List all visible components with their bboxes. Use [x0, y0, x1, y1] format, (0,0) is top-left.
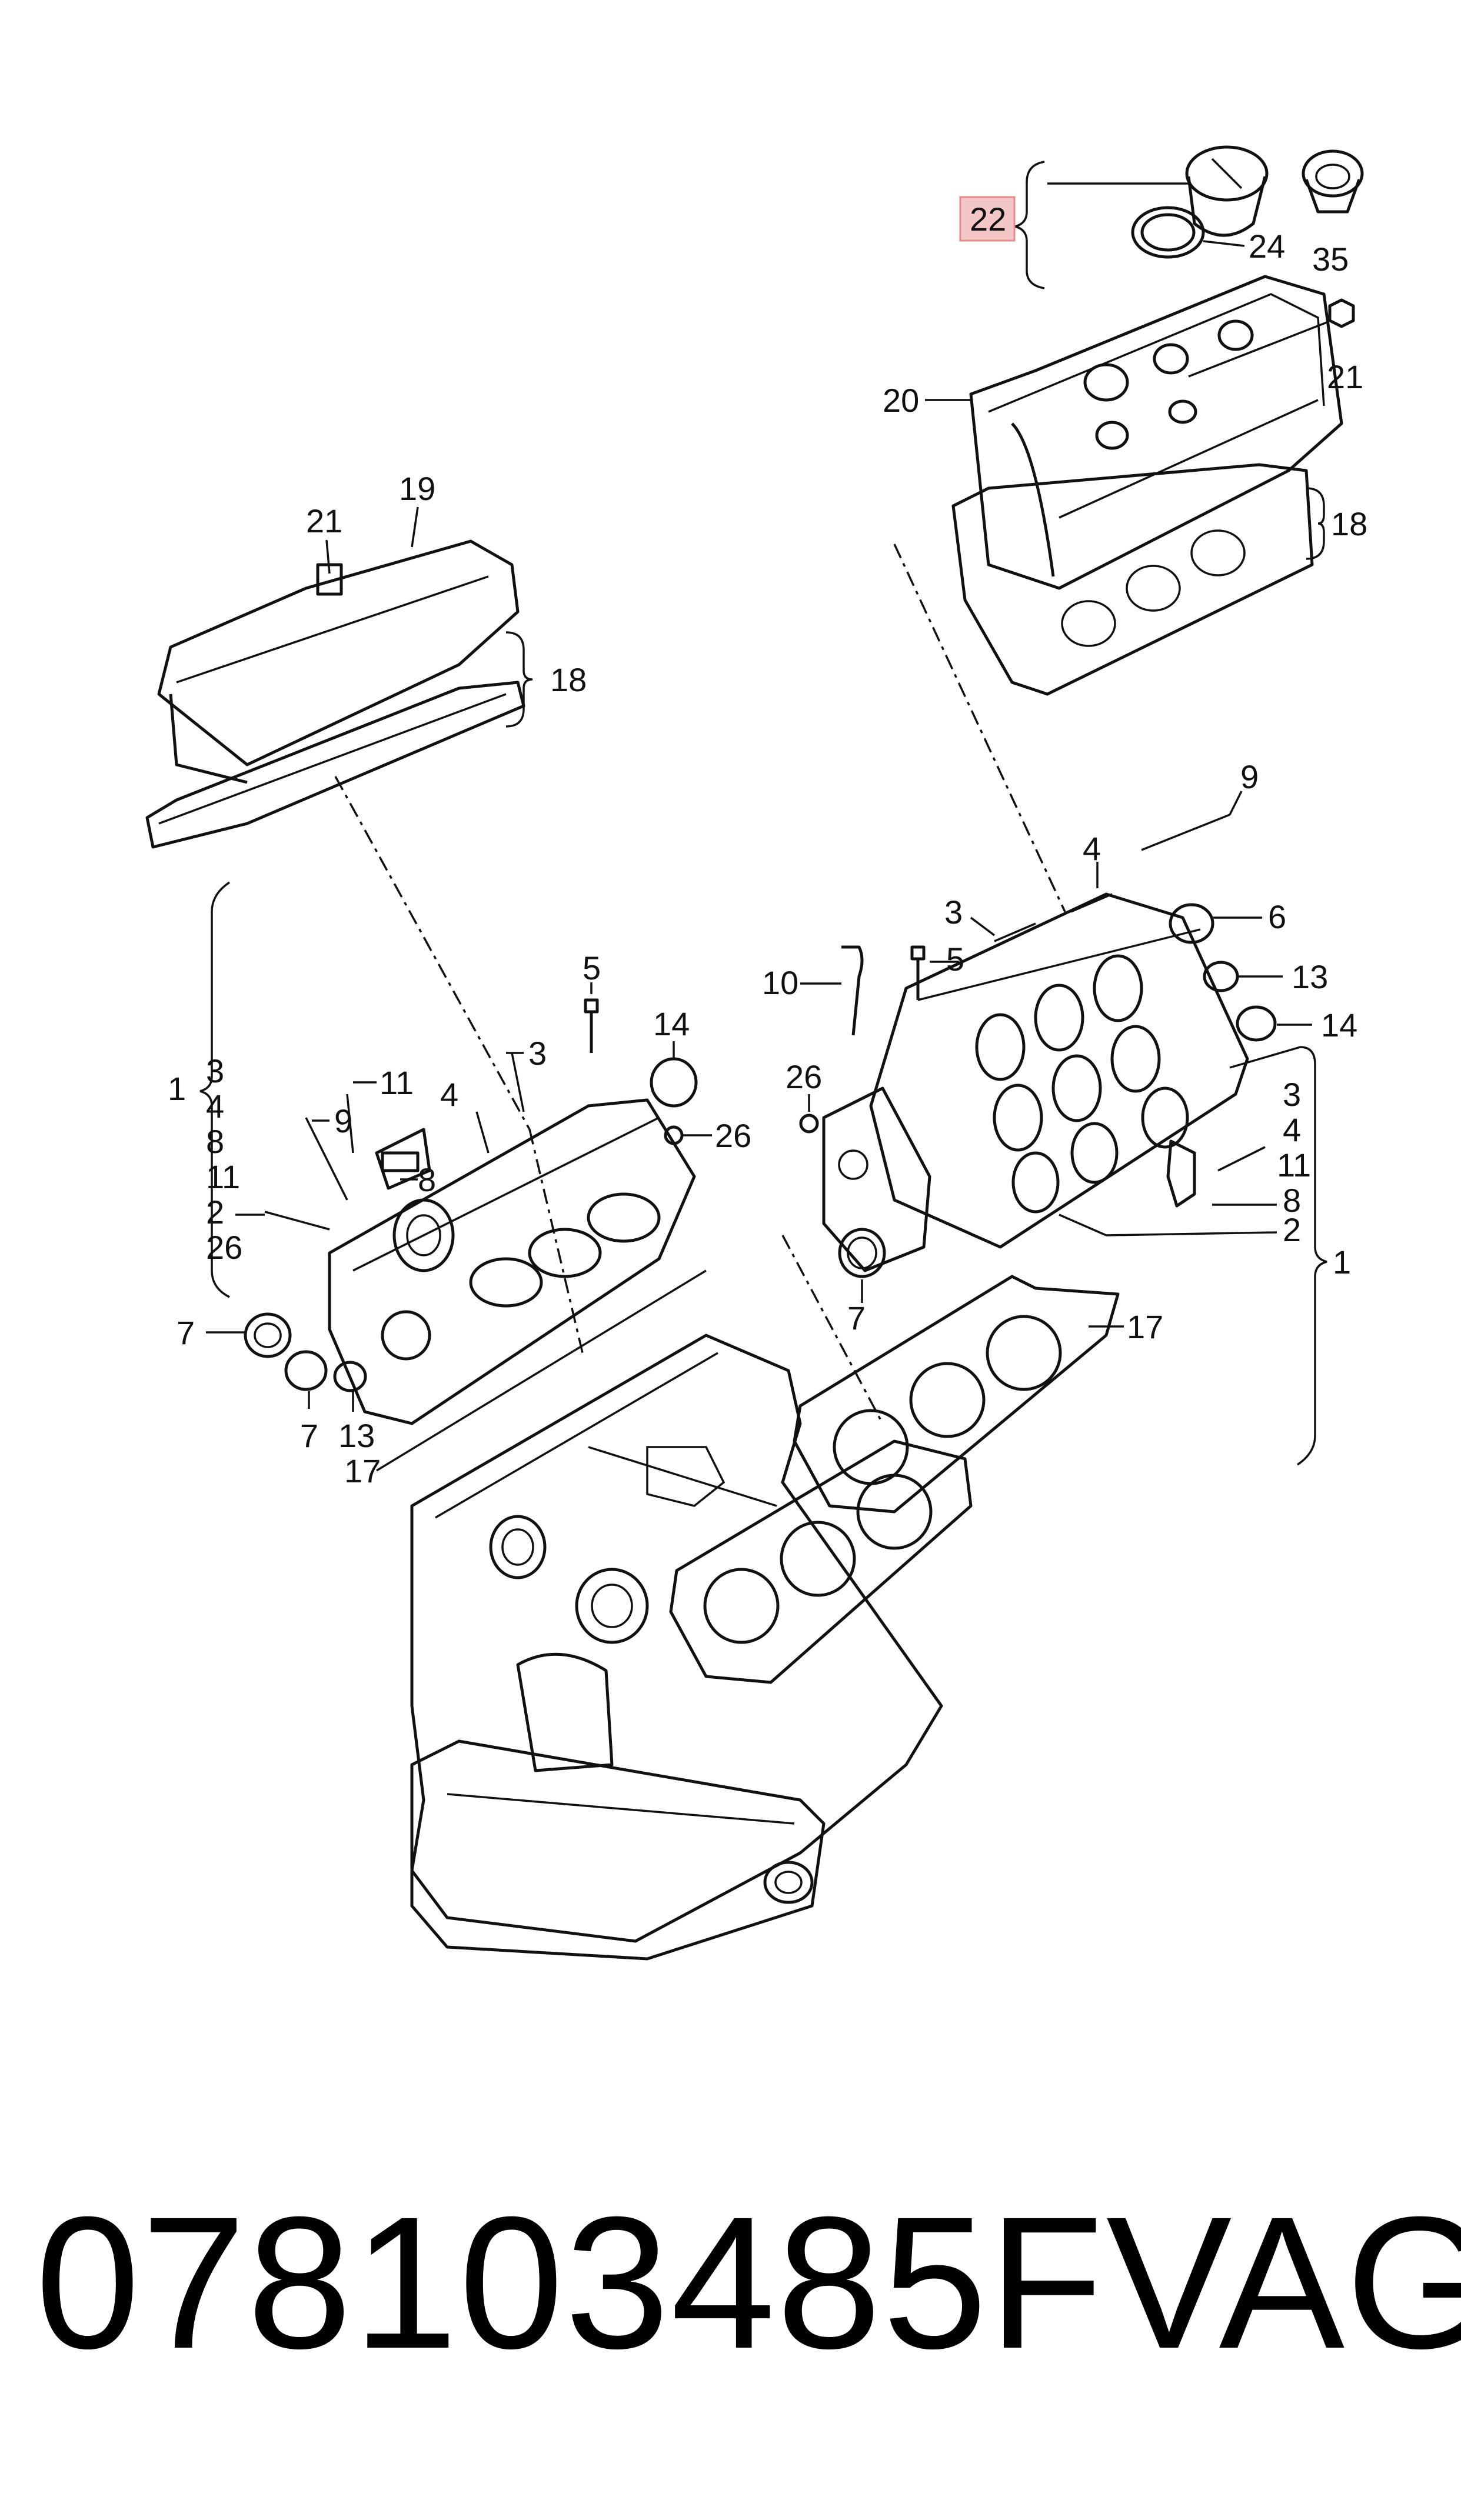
callout-11b: 11: [1277, 1146, 1311, 1184]
callout-2b: 2: [1283, 1211, 1301, 1248]
valve-cover-right: [969, 275, 1343, 590]
callout-17b: 17: [1127, 1308, 1163, 1345]
callout-8a: 8: [206, 1123, 224, 1160]
brand-label: VAG: [1106, 2177, 1461, 2388]
callout-7b: 7: [847, 1299, 866, 1336]
left-cylinder-head: [328, 1098, 696, 1425]
callout-26a: 26: [786, 1058, 822, 1095]
gasket-set-left: [145, 681, 525, 849]
bolt-21-right: [1188, 298, 1355, 378]
callout-24: 24: [1249, 228, 1285, 265]
right-head-callouts: 9 4 3 6 5 10 13 14 1 3 4 11 8 2: [762, 758, 1357, 1466]
callout-18b: 18: [550, 661, 587, 698]
callout-20: 20: [883, 382, 919, 419]
callout-4b: 4: [206, 1088, 224, 1125]
callout-2a: 2: [206, 1194, 224, 1231]
callout-11c: 11: [380, 1064, 414, 1101]
callout-4c: 4: [1283, 1111, 1301, 1148]
callout-9a: 9: [1240, 758, 1259, 795]
callout-3a: 3: [944, 894, 963, 931]
callout-13b: 13: [338, 1417, 375, 1454]
callout-3d: 3: [1283, 1076, 1301, 1113]
callout-19: 19: [399, 470, 435, 507]
callout-5a: 5: [946, 941, 964, 978]
callout-9b: 9: [334, 1102, 352, 1139]
right-valve-cover-group: 22 24 35: [883, 145, 1367, 696]
callout-10: 10: [762, 964, 798, 1001]
part-35: [1302, 149, 1364, 214]
callout-21a: 21: [1327, 358, 1363, 395]
callout-17a: 17: [344, 1452, 381, 1489]
callout-21b: 21: [306, 502, 342, 539]
callout-35: 35: [1312, 241, 1349, 278]
callout-5b: 5: [583, 949, 601, 986]
callout-3c: 3: [528, 1035, 547, 1072]
callout-8c: 8: [418, 1161, 436, 1198]
engine-block: [410, 1334, 943, 1961]
seal-ring-24: [1131, 206, 1205, 259]
callout-8b: 8: [1283, 1182, 1301, 1219]
callout-1a: 1: [168, 1070, 186, 1107]
callout-1b: 1: [1333, 1244, 1351, 1281]
valve-cover-left: [157, 539, 520, 784]
left-valve-cover-group: 19 21 18: [145, 470, 587, 849]
callout-14b: 14: [1321, 1006, 1357, 1044]
callout-22-highlight: [959, 196, 1016, 242]
callout-7a: 7: [177, 1314, 195, 1351]
callout-14a: 14: [653, 1005, 690, 1042]
callout-7c: 7: [300, 1417, 318, 1454]
callout-26c: 26: [206, 1229, 242, 1266]
right-cylinder-head: [822, 892, 1249, 1272]
callout-11a: 11: [206, 1158, 240, 1195]
callout-6: 6: [1268, 898, 1286, 935]
oil-filler-cap: [1185, 145, 1269, 237]
callout-4a: 4: [1083, 830, 1101, 867]
callout-3b: 3: [206, 1052, 224, 1089]
exploded-engine-diagram: 22 24 35: [145, 145, 1367, 1961]
callout-4d: 4: [440, 1076, 458, 1113]
callout-18a: 18: [1331, 505, 1367, 542]
alignment-lines: [334, 544, 1066, 1424]
callout-26b: 26: [715, 1117, 751, 1154]
callout-13a: 13: [1292, 958, 1328, 995]
part-number-label: 078103485F: [35, 2177, 1105, 2388]
callout-22: 22: [970, 201, 1006, 238]
gasket-set-right: [951, 463, 1314, 696]
left-head-callouts: 5 3 14 26 11 9 4 8 1 3 4 8 11 2 26: [168, 881, 751, 1489]
head-gasket-left: [669, 1439, 973, 1684]
